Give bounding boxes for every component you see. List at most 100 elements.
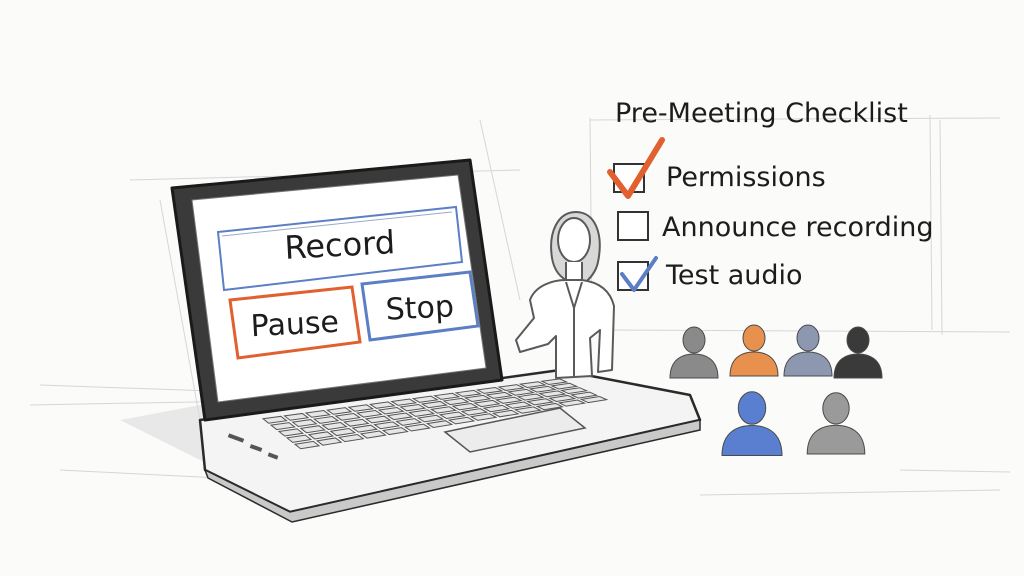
keyboard-key — [469, 413, 498, 421]
keyboard-key — [557, 399, 587, 407]
person-icon-head — [796, 324, 820, 352]
keyboard-key — [293, 440, 321, 450]
person-icon-body — [669, 353, 719, 379]
keyboard-key — [312, 416, 340, 424]
presenter-figure — [515, 211, 615, 379]
keyboard-key — [513, 406, 542, 414]
keyboard-key — [526, 398, 555, 406]
checklist-item-announce-recording[interactable]: Announce recording — [617, 211, 933, 243]
laptop-keyboard — [261, 378, 609, 450]
participant-avatar — [783, 324, 833, 377]
check-mark-blue-icon — [620, 256, 658, 292]
pause-button[interactable]: Pause — [228, 285, 362, 360]
person-icon-head — [682, 326, 706, 354]
keyboard-key — [285, 434, 313, 443]
keyboard-key — [497, 384, 526, 391]
keyboard-key — [408, 409, 436, 417]
stop-button[interactable]: Stop — [360, 270, 480, 342]
keyboard-key — [299, 425, 326, 434]
keyboard-key — [460, 408, 489, 416]
checklist-title: Pre-Meeting Checklist — [615, 98, 908, 129]
record-button-label: Record — [284, 223, 396, 267]
participant-avatar — [721, 391, 783, 456]
keyboard-key — [473, 399, 501, 408]
keyboard-key — [307, 431, 335, 440]
keyboard-key — [579, 396, 609, 404]
keyboard-key — [518, 381, 547, 388]
participant-avatar — [669, 326, 719, 379]
keyboard-key — [516, 393, 545, 401]
keyboard-key — [528, 385, 557, 393]
keyboard-key — [463, 394, 492, 403]
keyboard-key — [420, 400, 449, 409]
checklist-item-permissions[interactable]: Permissions — [607, 137, 826, 199]
background-sketch-lines — [29, 114, 1011, 496]
keyboard-key — [283, 412, 310, 421]
person-icon-body — [729, 351, 779, 377]
keyboard-key — [334, 413, 362, 421]
keyboard-key — [535, 402, 565, 411]
checklist-item-label: Announce recording — [662, 212, 933, 243]
keyboard-key — [399, 403, 427, 412]
keyboard-key — [547, 394, 577, 402]
keyboard-key — [429, 406, 458, 414]
pause-button-label: Pause — [250, 305, 340, 345]
keyboard-key — [315, 437, 343, 446]
checklist-item-label: Test audio — [665, 260, 803, 291]
keyboard-key — [447, 416, 476, 425]
keyboard-key — [364, 415, 392, 424]
keyboard-key — [390, 398, 418, 406]
keyboard-key — [329, 427, 357, 437]
check-mark-orange-icon — [607, 137, 665, 199]
keyboard-key — [482, 404, 511, 413]
participants-group — [669, 324, 883, 456]
keyboard-key — [433, 392, 461, 400]
person-icon-body — [721, 424, 783, 456]
person-icon-body — [783, 351, 833, 377]
checklist-item-test-audio[interactable]: Test audio — [617, 256, 803, 292]
keyboard-key — [356, 409, 383, 418]
keyboard-key — [411, 395, 439, 403]
keyboard-key — [454, 389, 483, 397]
keyboard-key — [347, 404, 375, 412]
keyboard-key — [438, 411, 467, 420]
person-icon-head — [742, 324, 766, 352]
keyboard-key — [442, 397, 470, 406]
keyboard-key — [485, 391, 514, 399]
keyboard-key — [395, 418, 423, 426]
keyboard-key — [277, 428, 305, 437]
pre-meeting-checklist: Pre-Meeting Checklist Permissions Announ… — [607, 98, 933, 292]
checklist-item-label: Permissions — [666, 162, 826, 193]
keyboard-key — [559, 387, 589, 395]
keyboard-key — [377, 406, 405, 415]
keyboard-key — [326, 407, 353, 415]
keyboard-key — [304, 410, 331, 418]
keyboard-key — [451, 403, 480, 411]
keyboard-key — [373, 421, 401, 430]
keyboard-key — [321, 422, 348, 430]
keyboard-key — [403, 423, 432, 432]
keyboard-key — [538, 390, 567, 398]
person-icon-head — [846, 326, 870, 354]
person-icon-body — [806, 424, 866, 455]
laptop-trackpad — [443, 407, 587, 453]
keyboard-key — [506, 388, 535, 396]
keyboard-key — [569, 391, 599, 399]
keyboard-key — [359, 430, 387, 439]
keyboard-key — [425, 420, 454, 428]
keyboard-key — [351, 424, 379, 433]
keyboard-key — [342, 418, 370, 427]
checkbox-announce-recording[interactable] — [617, 211, 649, 241]
stop-button-label: Stop — [385, 289, 455, 328]
keyboard-key — [381, 427, 409, 436]
person-icon-head — [822, 392, 850, 425]
keyboard-key — [549, 382, 579, 390]
person-icon-body — [833, 353, 883, 379]
keyboard-key — [337, 433, 365, 443]
keyboard-key — [491, 409, 520, 418]
participant-avatar — [729, 324, 779, 377]
keyboard-key — [291, 419, 318, 427]
record-button[interactable]: Record — [216, 205, 464, 292]
